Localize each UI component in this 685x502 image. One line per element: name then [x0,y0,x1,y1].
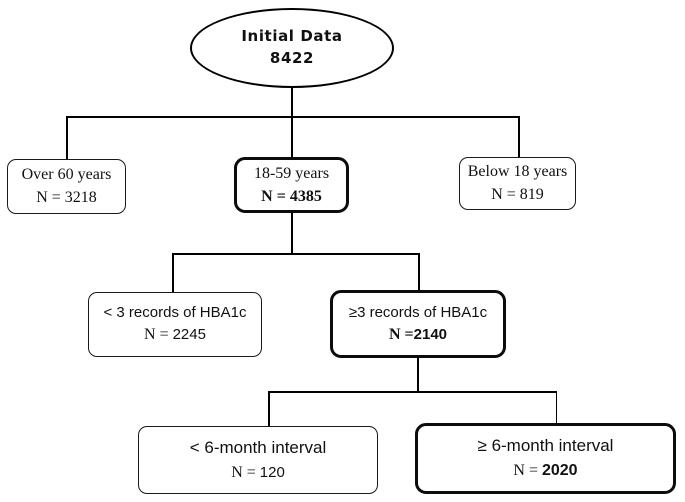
node-label: Below 18 years [467,163,568,181]
connector-line [417,358,419,392]
node-label: < 6-month interval [189,437,327,457]
connector-line [172,253,419,255]
connector-line [66,116,68,160]
connector-line [291,86,293,117]
node-lt-6-month: < 6-month interval N = 120 [138,426,378,494]
node-lt-3-records: < 3 records of HBA1c N = 2245 [88,292,262,357]
node-label: < 3 records of HBA1c [103,304,247,322]
connector-line [291,116,293,158]
connector-line [518,116,520,158]
node-count: N = 120 [231,463,285,481]
node-label: ≥3 records of HBA1c [348,303,488,321]
node-below-18-years: Below 18 years N = 819 [459,157,576,210]
node-count: N =2140 [388,325,448,343]
node-label: Over 60 years [21,166,112,184]
node-count: N = 2245 [144,326,206,344]
connector-line [291,213,293,254]
connector-line [172,253,174,293]
connector-line [418,253,420,291]
connector-line [268,391,557,393]
connector-line [555,391,557,424]
node-count: N = 3218 [36,189,97,206]
connector-line [268,391,270,427]
node-label: Initial Data [241,27,343,46]
node-over-60-years: Over 60 years N = 3218 [7,159,126,214]
connector-line [66,116,519,118]
node-count: 8422 [269,49,315,67]
node-18-59-years: 18-59 years N = 4385 [234,157,349,213]
node-ge-6-month: ≥ 6-month interval N = 2020 [415,423,676,494]
node-count: N = 4385 [261,187,322,205]
node-label: 18-59 years [253,164,330,182]
node-ge-3-records: ≥3 records of HBA1c N =2140 [330,290,506,358]
node-label: ≥ 6-month interval [477,436,614,456]
node-initial-data: Initial Data 8422 [190,8,394,88]
node-count: N = 2020 [513,462,578,479]
node-count: N = 819 [491,186,544,203]
